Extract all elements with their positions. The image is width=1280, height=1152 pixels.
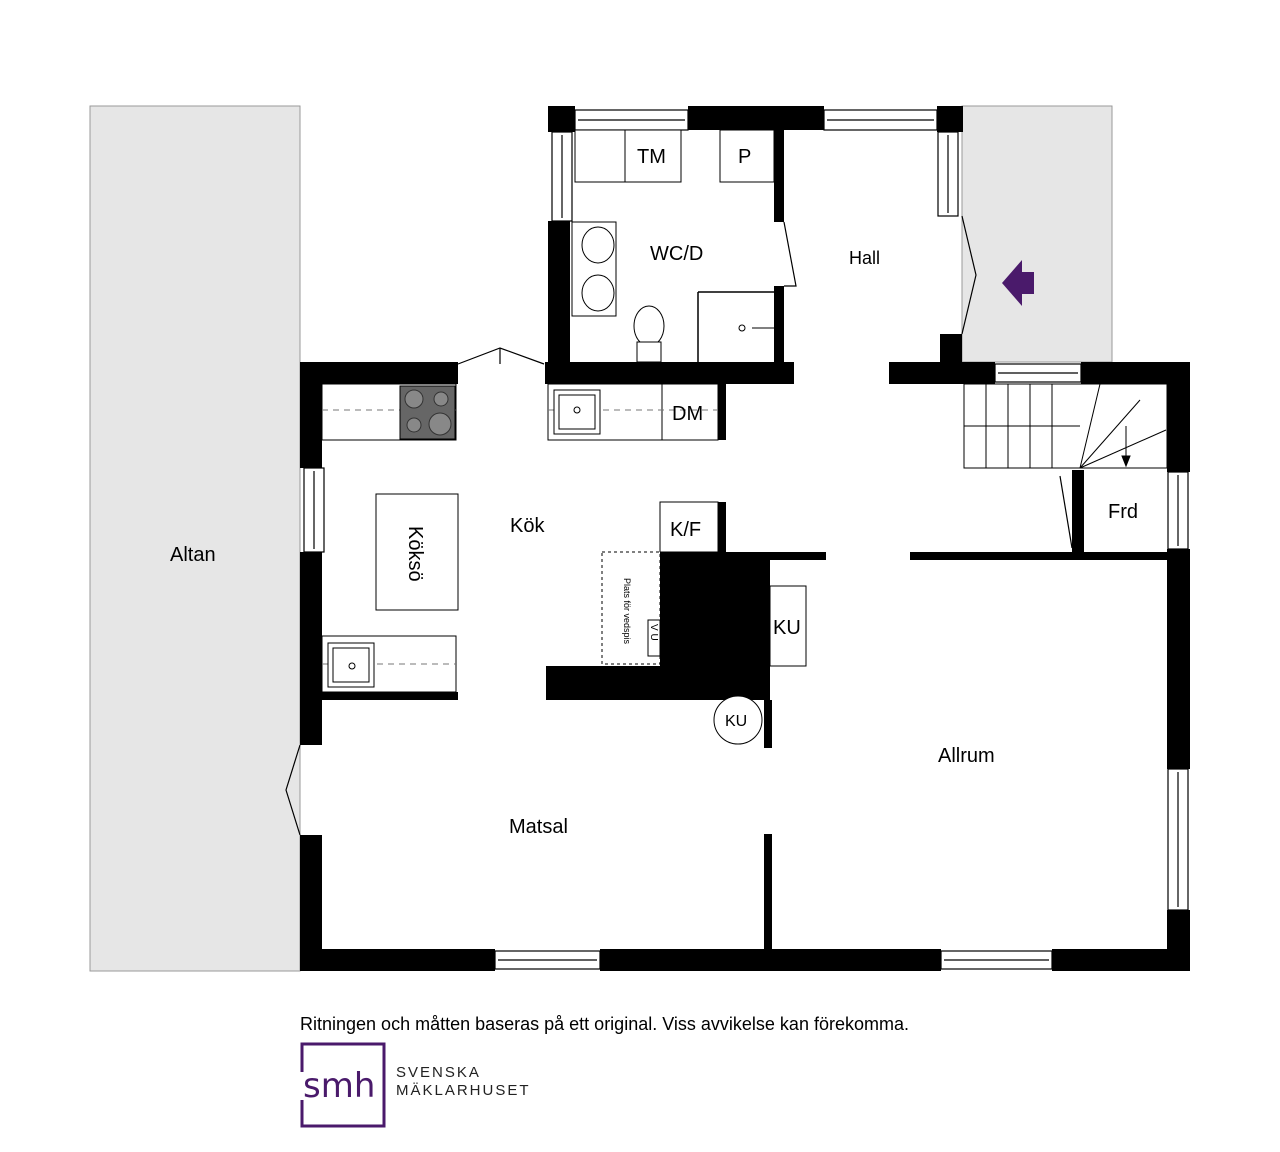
sink-icon: [327, 389, 601, 688]
label-ku-box: KU: [773, 617, 801, 639]
logo-line-1: SVENSKA: [396, 1064, 481, 1081]
label-wc: WC/D: [650, 243, 703, 265]
toilet-icon: [633, 305, 665, 347]
company-logo: smh SVENSKA MÄKLARHUSET: [300, 1042, 560, 1132]
shower-icon: [738, 324, 746, 332]
label-matsal: Matsal: [509, 816, 568, 838]
label-ku-circle: KU: [725, 713, 747, 730]
stairs-icon: [963, 383, 1168, 469]
label-allrum: Allrum: [938, 745, 995, 767]
label-dm: DM: [672, 403, 703, 425]
entrance-arrow-icon: [1002, 260, 1034, 306]
label-hall: Hall: [849, 248, 880, 268]
logo-line-2: MÄKLARHUSET: [396, 1082, 531, 1099]
walls: [300, 106, 1190, 971]
kitchen-counters: [321, 383, 807, 693]
entrance-porch-area: [961, 105, 1113, 363]
windows: [303, 109, 1189, 970]
disclaimer-text: Ritningen och måtten baseras på ett orig…: [300, 1014, 909, 1034]
label-kokso: Köksö: [404, 526, 426, 582]
label-p: P: [738, 146, 751, 168]
label-altan: Altan: [170, 544, 216, 566]
label-frd: Frd: [1108, 501, 1138, 523]
logo-mark-text: smh: [303, 1066, 375, 1106]
label-vu: V U: [648, 624, 659, 641]
bathroom-fixtures: [571, 129, 775, 363]
stove-icon: [399, 385, 456, 440]
label-kok: Kök: [510, 515, 545, 537]
logo-mark: smh: [300, 1042, 386, 1128]
floor-plan: Altan WC/D TM P Hall DM Kök Köksö K/F Fr…: [89, 105, 1190, 972]
doors: [285, 215, 1073, 836]
label-tm: TM: [637, 146, 666, 168]
label-vedspis: Plats för vedspis: [622, 578, 632, 645]
ku-circle: [713, 695, 763, 745]
altan-area: [89, 105, 301, 972]
label-kf: K/F: [670, 519, 701, 541]
